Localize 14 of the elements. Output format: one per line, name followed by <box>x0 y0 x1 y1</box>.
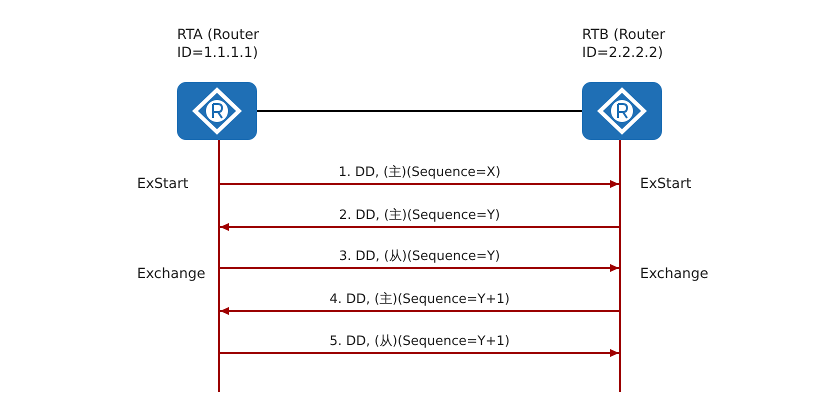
state-label: Exchange <box>137 266 206 282</box>
router-label: RTB (Router ID=2.2.2.2) <box>582 26 666 62</box>
state-label: ExStart <box>137 176 188 192</box>
message-arrow <box>220 223 619 231</box>
router-label: RTA (Router ID=1.1.1.1) <box>177 26 260 62</box>
link-line <box>257 110 582 112</box>
state-label: Exchange <box>640 266 708 282</box>
message-arrow <box>220 264 619 272</box>
edge-label: 5. DD, (从)(Sequence=Y+1) <box>328 334 512 349</box>
message-arrow <box>220 349 619 357</box>
message-arrow <box>220 307 619 315</box>
state-label: ExStart <box>640 176 692 192</box>
message-arrow <box>220 180 619 188</box>
edge-label: 4. DD, (主)(Sequence=Y+1) <box>328 292 512 307</box>
